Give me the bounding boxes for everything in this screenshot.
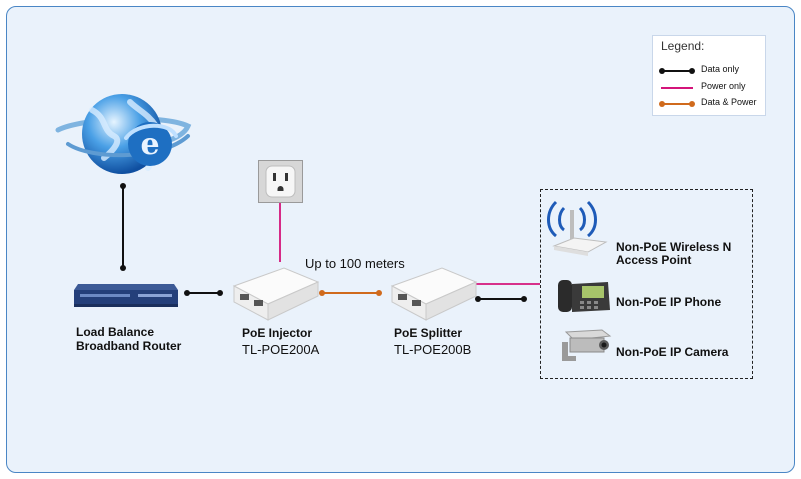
power-outlet-icon (258, 160, 303, 203)
splitter-name-label: PoE Splitter (394, 326, 463, 340)
router-label-line2: Broadband Router (76, 339, 182, 353)
injector-model-label: TL-POE200A (242, 342, 320, 357)
poe-injector-icon (232, 267, 320, 321)
legend-label: Data only (701, 64, 740, 74)
wire-dot (217, 290, 223, 296)
wire-dot (184, 290, 190, 296)
legend-title: Legend: (661, 39, 705, 53)
wire-dot (376, 290, 382, 296)
svg-text:e: e (140, 127, 159, 162)
splitter-model-label: TL-POE200B (394, 342, 472, 357)
legend-item-data-power: Data & Power (659, 97, 765, 111)
distance-label: Up to 100 meters (305, 256, 405, 271)
wireless-access-point-icon (547, 200, 608, 256)
non-poe-devices-box (540, 189, 753, 379)
wire-dot (120, 183, 126, 189)
ip-phone-icon (558, 280, 610, 312)
internet-globe-icon: e (55, 94, 192, 174)
wire-dot (521, 296, 527, 302)
ip-camera-icon (562, 329, 612, 361)
router-icon (74, 284, 178, 307)
wire-dot (120, 265, 126, 271)
legend-label: Data & Power (701, 97, 757, 107)
ip-phone-label: Non-PoE IP Phone (616, 295, 722, 309)
router-label-line1: Load Balance (76, 325, 155, 339)
wire-dot (319, 290, 325, 296)
injector-name-label: PoE Injector (242, 326, 313, 340)
legend-label: Power only (701, 81, 746, 91)
access-point-label-line2: Access Point (616, 253, 692, 267)
legend-box: Legend: Data only Power only Data & Powe… (652, 35, 766, 116)
wire-dot (475, 296, 481, 302)
legend-item-power-only: Power only (661, 81, 765, 95)
poe-splitter-icon (390, 267, 478, 321)
access-point-label-line1: Non-PoE Wireless N (616, 240, 732, 254)
ip-camera-label: Non-PoE IP Camera (616, 345, 729, 359)
legend-item-data-only: Data only (659, 64, 765, 78)
